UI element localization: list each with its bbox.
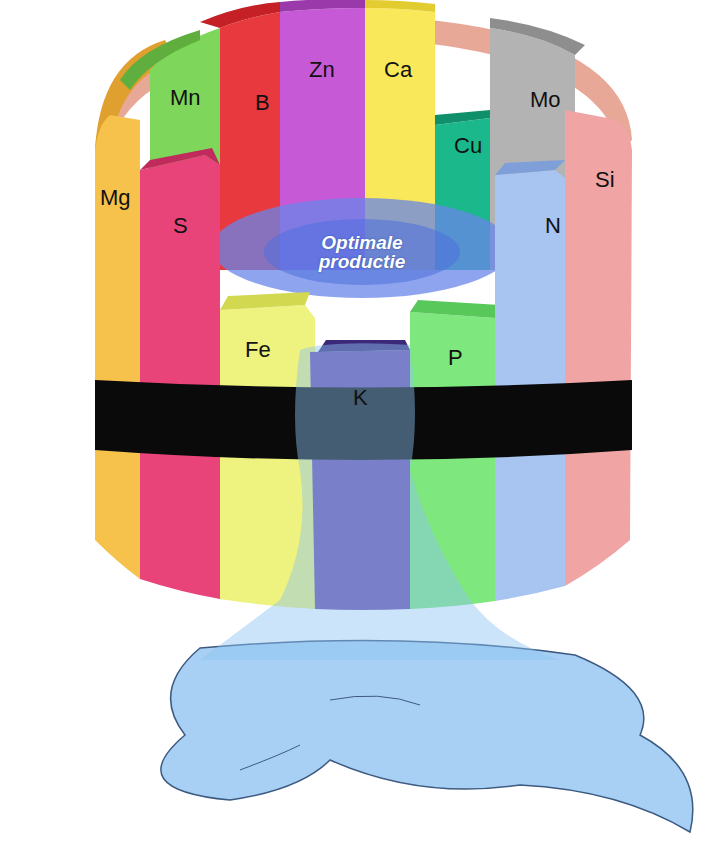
element-symbol: Cu — [450, 131, 486, 161]
water-level: Optimale productie — [262, 217, 462, 287]
element-symbol: P — [444, 343, 467, 373]
element-symbol: Si — [591, 165, 619, 195]
element-symbol: K — [349, 383, 372, 413]
stave-mg — [95, 115, 140, 579]
water-puddle — [161, 640, 693, 832]
stave-p-top — [410, 300, 500, 318]
element-symbol: Zn — [305, 55, 339, 85]
nutrient-stave: Cu — [450, 131, 486, 161]
stave-mo-top — [490, 18, 585, 55]
nutrient-stave: Zn — [305, 55, 339, 85]
nutrient-stave: K — [349, 383, 372, 413]
nutrient-stave: Si — [591, 165, 619, 195]
water-surface — [212, 198, 512, 298]
element-symbol: N — [541, 211, 565, 241]
nutrient-stave: P — [444, 343, 467, 373]
element-symbol: B — [251, 88, 274, 118]
nutrient-stave: Mn — [166, 83, 205, 113]
stave-si — [565, 110, 632, 586]
stave-s-top — [140, 148, 220, 170]
stave-zn-top — [280, 0, 365, 12]
stave-s — [140, 155, 220, 599]
stave-cu-top — [435, 110, 490, 125]
element-symbol: Ca — [380, 55, 416, 85]
nutrient-stave: Mg — [96, 183, 135, 213]
water-ellipse-fill — [264, 219, 460, 285]
nutrient-stave: Mo — [526, 85, 565, 115]
element-symbol: Mo — [526, 85, 565, 115]
element-symbol: Fe — [241, 335, 275, 365]
stave-ca-top — [365, 0, 435, 12]
water-label: Optimale productie — [292, 233, 432, 271]
nutrient-stave: B — [251, 88, 274, 118]
spilling-water — [200, 343, 560, 660]
nutrient-stave: Fe — [241, 335, 275, 365]
stave-n-top — [495, 160, 565, 175]
nutrient-stave: Ca — [380, 55, 416, 85]
nutrient-stave: S — [169, 211, 192, 241]
element-symbol: Mg — [96, 183, 135, 213]
stave-mn-top — [120, 30, 200, 90]
puddle-ripple — [240, 696, 420, 770]
element-symbol: S — [169, 211, 192, 241]
stave-fe-top — [220, 292, 310, 310]
element-symbol: Mn — [166, 83, 205, 113]
nutrient-stave: N — [541, 211, 565, 241]
stave-b-top — [200, 2, 280, 28]
